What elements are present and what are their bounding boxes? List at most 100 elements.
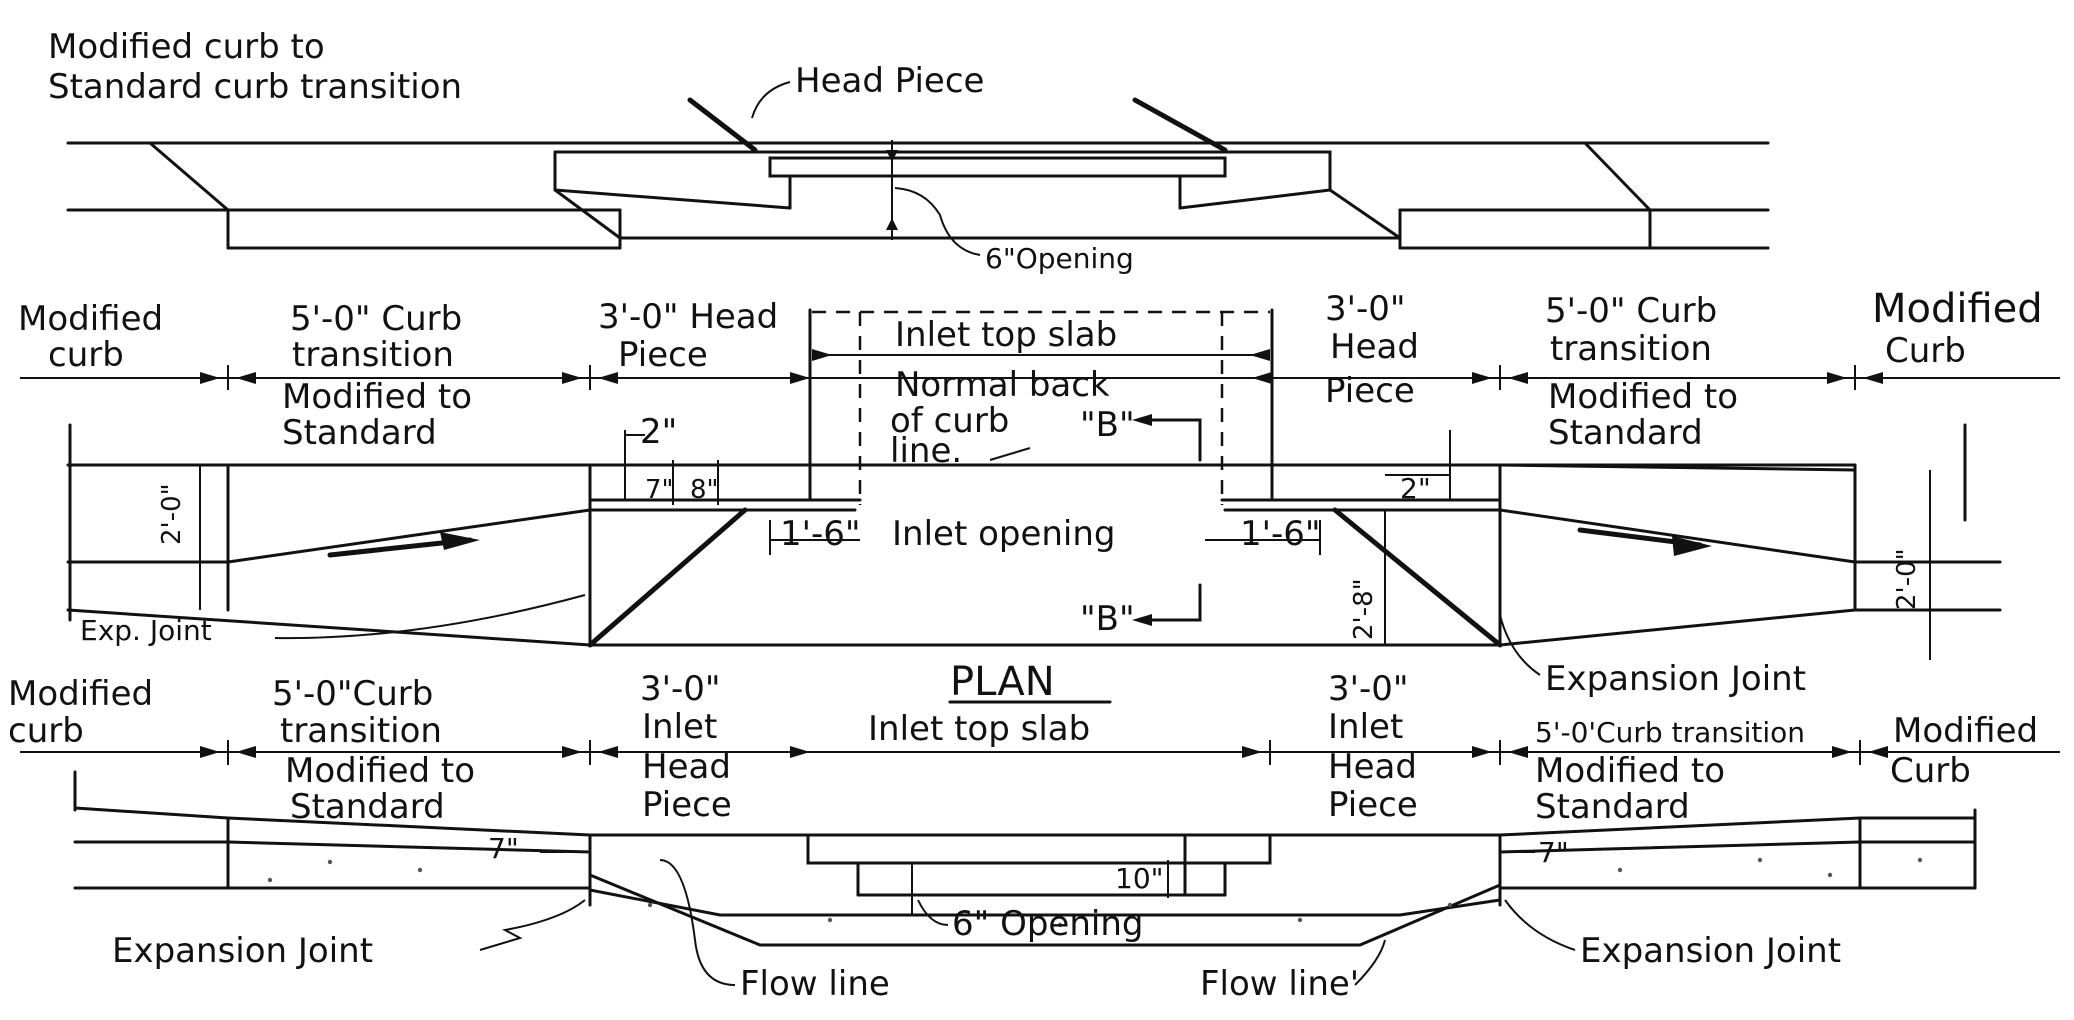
elev-right-transition-1: 5'-0'Curb transition (1535, 716, 1805, 749)
plan-dim-1ft6-left: 1'-6" (780, 514, 861, 554)
plan-dim-2ft-left: 2'-0" (157, 483, 187, 545)
top-left-taper (148, 141, 230, 212)
plan-section-b-upper-arrow (1132, 414, 1152, 426)
top-head-arrow-right (1132, 97, 1228, 153)
plan-left-head-1: 3'-0" Head (598, 297, 778, 337)
top-right-taper (1583, 141, 1652, 212)
top-head-piece-label: Head Piece (795, 61, 984, 101)
plan-dim-2ft-right: 2'-0" (1892, 548, 1922, 610)
elev-flow-line-left: Flow line (740, 964, 890, 1004)
top-curb-transition-note-1: Modified curb to (48, 27, 325, 67)
elev-grain-11 (1827, 872, 1833, 878)
plan-arr-1 (200, 372, 220, 384)
plan-dim-1ft6-right: 1'-6" (1240, 514, 1321, 554)
elev-inlet-top-slab: Inlet top slab (868, 709, 1090, 749)
elev-opening-leader (917, 899, 949, 926)
top-opening-arrow-1 (886, 150, 898, 162)
elev-opening: 6" Opening (952, 904, 1143, 944)
plan-section-mark-upper: "B" (1080, 405, 1135, 445)
elev-right-head-2: Inlet (1328, 707, 1403, 747)
plan-title: PLAN (950, 659, 1055, 705)
plan-dim-2in-right: 2" (1400, 472, 1431, 505)
elev-grain-12 (1917, 857, 1923, 863)
elev-right-modified-curb-1: Modified (1893, 711, 2038, 751)
plan-normal-back-2: of curb (890, 401, 1009, 441)
elev-face-right (1498, 840, 1862, 854)
elev-left-head-4: Piece (642, 785, 732, 825)
elev-dim-7in-right: 7" (1538, 836, 1569, 869)
elev-grain-7 (1297, 917, 1303, 923)
elev-grain-9 (1617, 867, 1623, 873)
plan-left-head-2: Piece (618, 335, 708, 375)
elev-flow-profile (588, 873, 1502, 947)
plan-right-transition-4: Standard (1548, 413, 1703, 453)
plan-arr-4 (598, 372, 618, 384)
plan-view: Modified curb 5'-0" Curb transition Modi… (18, 286, 2060, 705)
elevation-view: Modified curb 5'-0"Curb transition Modif… (8, 669, 2060, 1004)
top-head-outline (553, 150, 1402, 240)
opening-leader (894, 187, 981, 256)
plan-left-transition-1: 5'-0" Curb (290, 299, 462, 339)
elev-arr-6 (1242, 746, 1262, 758)
plan-left-modified-curb-1: Modified (18, 299, 163, 339)
elev-gutter-profile (588, 888, 1502, 917)
top-view: Modified curb to Standard curb transitio… (48, 27, 1770, 275)
plan-flow-left (66, 608, 592, 647)
elev-right-head-1: 3'-0" (1328, 669, 1409, 709)
elev-left-transition-1: 5'-0"Curb (272, 674, 433, 714)
elev-left-transition-3: Modified to (285, 751, 475, 791)
plan-flow-arrow-left-head (440, 532, 480, 550)
plan-flow-right (1498, 608, 1857, 647)
elev-right-transition-3: Standard (1535, 787, 1690, 827)
plan-right-head-1: 3'-0" (1325, 289, 1406, 329)
elev-arr-4 (598, 746, 618, 758)
plan-right-modified-curb-2: Curb (1885, 331, 1966, 371)
top-slab (768, 156, 1227, 178)
elev-arr-10 (1868, 746, 1888, 758)
plan-diag-left (587, 507, 748, 648)
elev-expansion-joint-right-leader (1504, 899, 1576, 951)
elev-top-left-2 (226, 816, 592, 837)
elev-arr-1 (200, 746, 220, 758)
elev-arr-5 (790, 746, 810, 758)
elev-face-left-2 (226, 840, 592, 854)
elev-left-modified-curb-2: curb (8, 711, 84, 751)
plan-flow-arrow-right-head (1672, 536, 1712, 556)
plan-dim-2ft8: 2'-8" (1349, 578, 1379, 640)
elev-left-modified-curb-1: Modified (8, 674, 153, 714)
plan-arr-5 (790, 372, 810, 384)
plan-diag-right (1332, 507, 1503, 648)
plan-dim-8in: 8" (690, 475, 719, 505)
elev-expansion-joint-left: Expansion Joint (112, 931, 373, 971)
plan-arr-9 (1827, 372, 1847, 384)
elev-flow-line-right-leader (1354, 939, 1386, 986)
elev-grain-4 (647, 902, 653, 908)
plan-slab-arr-1 (812, 349, 832, 361)
elev-arr-9 (1832, 746, 1852, 758)
plan-left-modified-curb-2: curb (48, 335, 124, 375)
plan-arr-10 (1863, 372, 1883, 384)
plan-arr-3 (562, 372, 582, 384)
plan-arr-7 (1472, 372, 1492, 384)
plan-inlet-opening: Inlet opening (892, 514, 1116, 554)
plan-right-modified-curb-1: Modified (1872, 286, 2043, 332)
plan-arr-2 (236, 372, 256, 384)
elev-left-head-2: Inlet (642, 707, 717, 747)
plan-section-b-lower-arrow (1132, 614, 1152, 626)
plan-normal-back-1: Normal back (895, 365, 1110, 405)
elev-flow-line-right: Flow line' (1200, 964, 1359, 1004)
elev-grain-10 (1757, 857, 1763, 863)
elev-grain-6 (1057, 922, 1063, 928)
head-piece-leader (751, 81, 791, 119)
plan-right-transition-3: Modified to (1548, 377, 1738, 417)
elev-grain-3 (267, 877, 273, 883)
plan-left-transition-3: Modified to (282, 377, 472, 417)
plan-back-line-right-2 (1498, 463, 1857, 472)
elev-grain-2 (417, 867, 423, 873)
plan-taper-right (1498, 508, 1857, 564)
elev-arr-7 (1472, 746, 1492, 758)
elev-left-transition-2: transition (280, 711, 442, 751)
plan-exp-joint: Exp. Joint (80, 614, 212, 647)
plan-slab-arr-2 (1250, 349, 1270, 361)
